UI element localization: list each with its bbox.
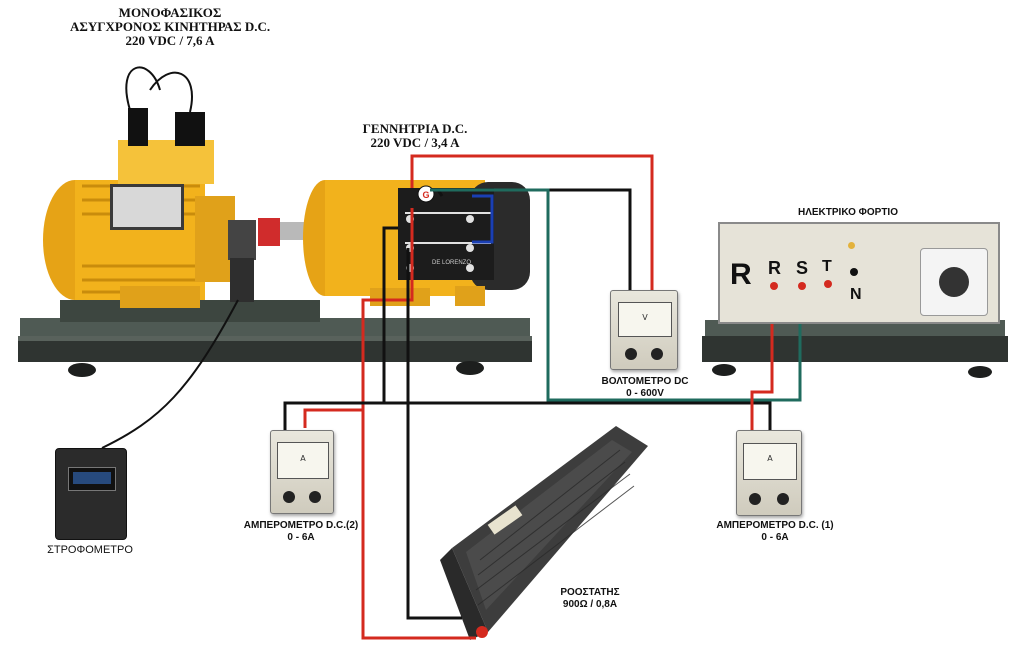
generator-rating: 220 VDC / 3,4 A [370, 135, 460, 150]
ammeter-2-title: ΑΜΠΕΡΟΜΕΤΡΟ D.C.(2) [243, 520, 359, 531]
load-phase-r-large: R [730, 258, 752, 291]
ammeter-2-knob-left[interactable] [283, 491, 295, 504]
motor-title: ΜΟΝΟΦΑΣΙΚΟΣ [118, 5, 222, 20]
voltmeter-unit: V [642, 312, 648, 322]
wiring [101, 154, 802, 640]
stroboscope-title: ΣΤΡΟΦΟΜΕΤΡΟ [47, 544, 133, 556]
ammeter-1-range: 0 - 6A [761, 532, 789, 543]
voltmeter-knob-left[interactable] [625, 347, 637, 360]
wire-teal-load-s [430, 188, 802, 402]
generator-title: ΓΕΝΝΗΤΡΙΑ D.C. [362, 121, 468, 136]
load-phase-s: S [796, 258, 809, 278]
voltmeter-knob-right[interactable] [651, 347, 663, 360]
wire-red-rheostat [361, 208, 476, 640]
ammeter-1-knob-right[interactable] [777, 492, 789, 505]
rotary-switch-box [920, 248, 988, 316]
wire-gen-voltmeter-red [410, 154, 654, 300]
generator-terminal-panel [398, 188, 494, 280]
ammeter-1-knob-left[interactable] [749, 492, 761, 505]
ammeter-1-title: ΑΜΠΕΡΟΜΕΤΡΟ D.C. (1) [716, 520, 834, 531]
rheostat-rating: 900Ω / 0,8A [562, 599, 618, 610]
machine-bench [18, 300, 532, 377]
ammeter-2-unit: A [300, 453, 306, 463]
wire-black-rheostat [406, 248, 462, 620]
ammeter-1-unit: A [767, 454, 773, 464]
ammeter-2: A [270, 430, 334, 514]
rheostat-label: ΡΟΟΣΤΑΤΗΣ 900Ω / 0,8A [535, 587, 645, 611]
ammeter-1-label: ΑΜΠΕΡΟΜΕΤΡΟ D.C. (1) 0 - 6A [700, 520, 850, 544]
load-bench [702, 320, 1008, 378]
terminal-n[interactable] [850, 268, 858, 276]
terminal-r[interactable] [770, 282, 778, 290]
load-title: ΗΛΕΚΤΡΙΚΟ ΦΟΡΤΙΟ [798, 207, 898, 218]
electrical-load-panel: R R S T N [718, 222, 1000, 324]
wire-black-ammeter1 [384, 401, 772, 432]
load-neutral: N [850, 286, 862, 303]
wire-red-load-r [750, 282, 774, 430]
dc-motor [43, 66, 235, 308]
wire-blue-jumper [472, 194, 494, 244]
generator-label: ΓΕΝΝΗΤΡΙΑ D.C. 220 VDC / 3,4 A [340, 122, 490, 150]
terminal-s[interactable] [798, 282, 806, 290]
rheostat [440, 426, 648, 640]
stroboscope-display [68, 467, 116, 491]
generator-brand: DE LORENZO [432, 260, 471, 266]
ammeter-2-range: 0 - 6A [287, 532, 315, 543]
generator-symbol: G [422, 190, 429, 200]
rheostat-title: ΡΟΟΣΤΑΤΗΣ [560, 587, 620, 598]
indicator-lamp [848, 242, 855, 249]
ammeter-1: A [736, 430, 802, 516]
motor-rating: 220 VDC / 7,6 A [125, 33, 215, 48]
voltmeter-label: ΒΟΛΤΟΜΕΤΡΟ DC 0 - 600V [585, 376, 705, 400]
terminal-t[interactable] [824, 280, 832, 288]
rotary-switch[interactable] [939, 267, 969, 297]
shaft-coupling [228, 218, 310, 302]
ammeter-2-label: ΑΜΠΕΡΟΜΕΤΡΟ D.C.(2) 0 - 6A [226, 520, 376, 544]
motor-subtitle: ΑΣΥΓΧΡΟΝΟΣ ΚΙΝΗΤΗΡΑΣ D.C. [70, 19, 271, 34]
load-phase-t: T [822, 258, 832, 275]
stroboscope [55, 448, 127, 540]
voltmeter-title: ΒΟΛΤΟΜΕΤΡΟ DC [601, 376, 689, 387]
ammeter-2-knob-right[interactable] [309, 491, 321, 504]
motor-label: ΜΟΝΟΦΑΣΙΚΟΣ ΑΣΥΓΧΡΟΝΟΣ ΚΙΝΗΤΗΡΑΣ D.C. 22… [70, 6, 270, 48]
dc-generator: G DE LORENZO [303, 180, 530, 306]
voltmeter-range: 0 - 600V [626, 388, 664, 399]
voltmeter: V [610, 290, 678, 370]
load-phase-r: R [768, 258, 781, 278]
